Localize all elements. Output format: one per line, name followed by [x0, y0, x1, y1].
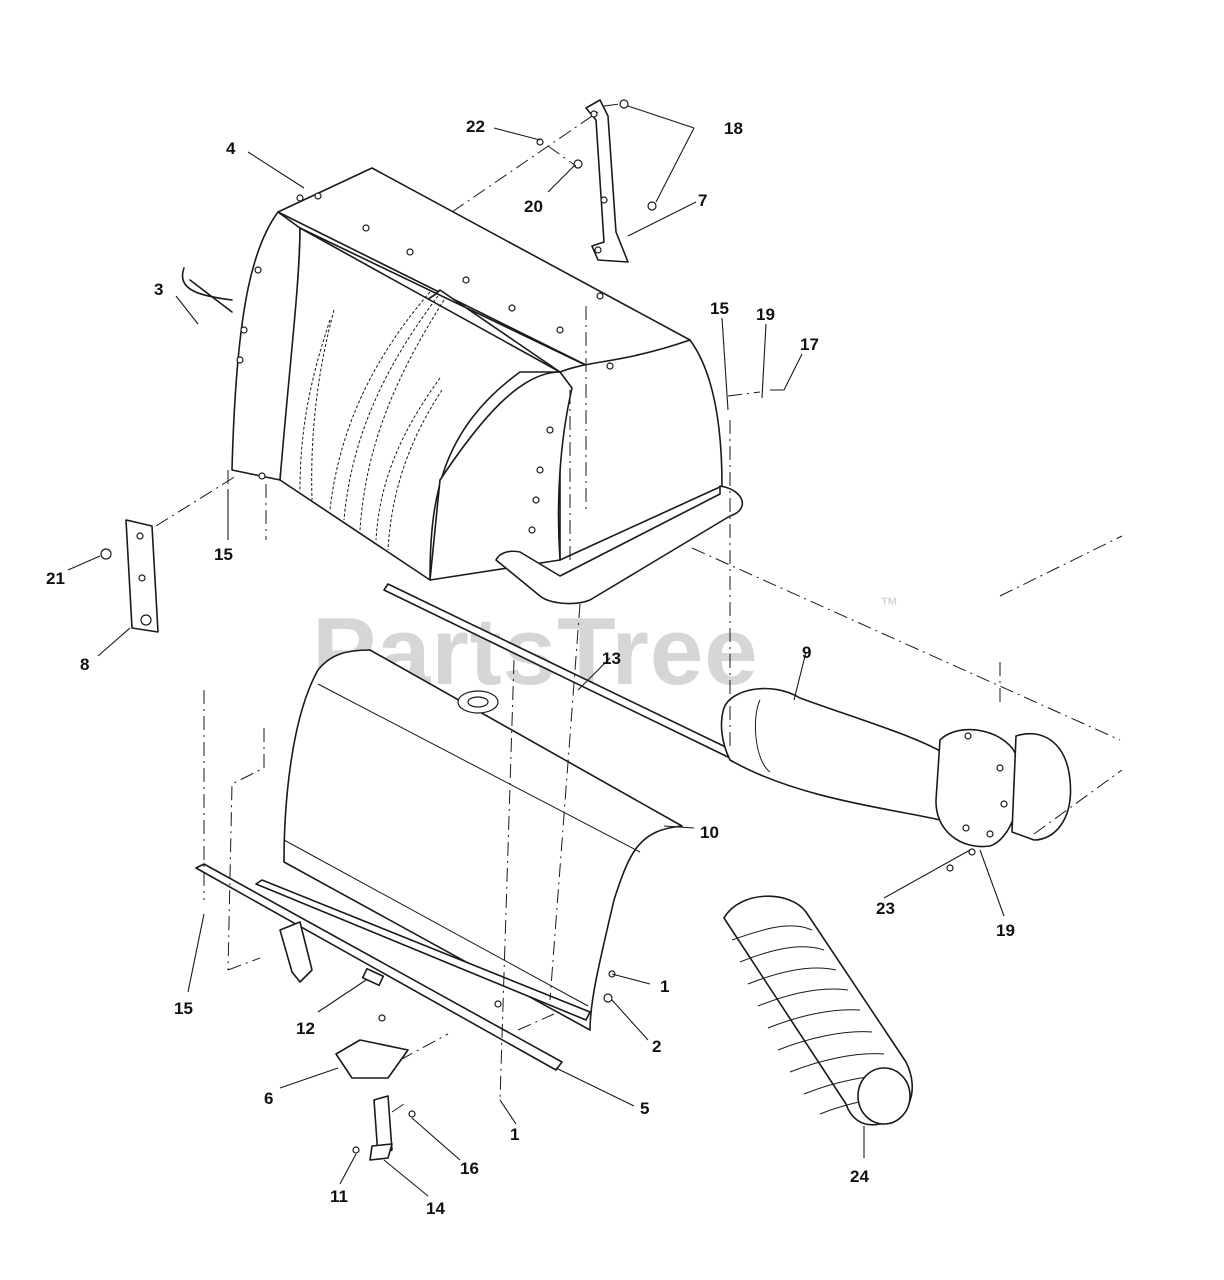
callout-18: 18 [724, 119, 743, 138]
callout-5: 5 [640, 1099, 649, 1118]
callout-17: 17 [800, 335, 819, 354]
callout-16: 16 [460, 1159, 479, 1178]
assembly-lines [155, 103, 1123, 1113]
side-plate-part [100, 519, 159, 633]
callout-22: 22 [466, 117, 485, 136]
hinge-rail-part [195, 863, 591, 1079]
leader-lines [67, 105, 1005, 1197]
callout-9: 9 [802, 643, 811, 662]
upper-hood-part [181, 167, 744, 605]
callout-11: 11 [330, 1187, 348, 1206]
mounting-bracket-part [536, 99, 657, 263]
callout-10: 10 [700, 823, 719, 842]
callout-1-right: 1 [660, 977, 669, 996]
callout-7: 7 [698, 191, 707, 210]
callout-13: 13 [602, 649, 621, 668]
callout-3: 3 [154, 280, 163, 299]
lower-deflector-part [283, 649, 683, 1031]
callout-1-bottom: 1 [510, 1125, 519, 1144]
flexible-hose-part [723, 895, 914, 1126]
callout-23: 23 [876, 899, 895, 918]
callout-15-bottom: 15 [174, 999, 193, 1018]
callout-4: 4 [226, 139, 236, 158]
callout-14: 14 [426, 1199, 445, 1218]
callout-21: 21 [46, 569, 65, 588]
watermark-trademark: ™ [880, 594, 898, 614]
callout-24: 24 [850, 1167, 869, 1186]
discharge-elbow-part [720, 687, 1072, 872]
callout-20: 20 [524, 197, 543, 216]
callout-19-bottom: 19 [996, 921, 1015, 940]
callout-6: 6 [264, 1089, 273, 1108]
callout-8: 8 [80, 655, 89, 674]
callout-labels: 4 22 18 20 7 3 15 19 17 15 21 8 13 9 10 … [46, 117, 1015, 1218]
latch-assembly-part [352, 1095, 416, 1161]
callout-19-top: 19 [756, 305, 775, 324]
callout-2: 2 [652, 1037, 661, 1056]
callout-12: 12 [296, 1019, 315, 1038]
callout-15-left: 15 [214, 545, 233, 564]
callout-15-top: 15 [710, 299, 729, 318]
